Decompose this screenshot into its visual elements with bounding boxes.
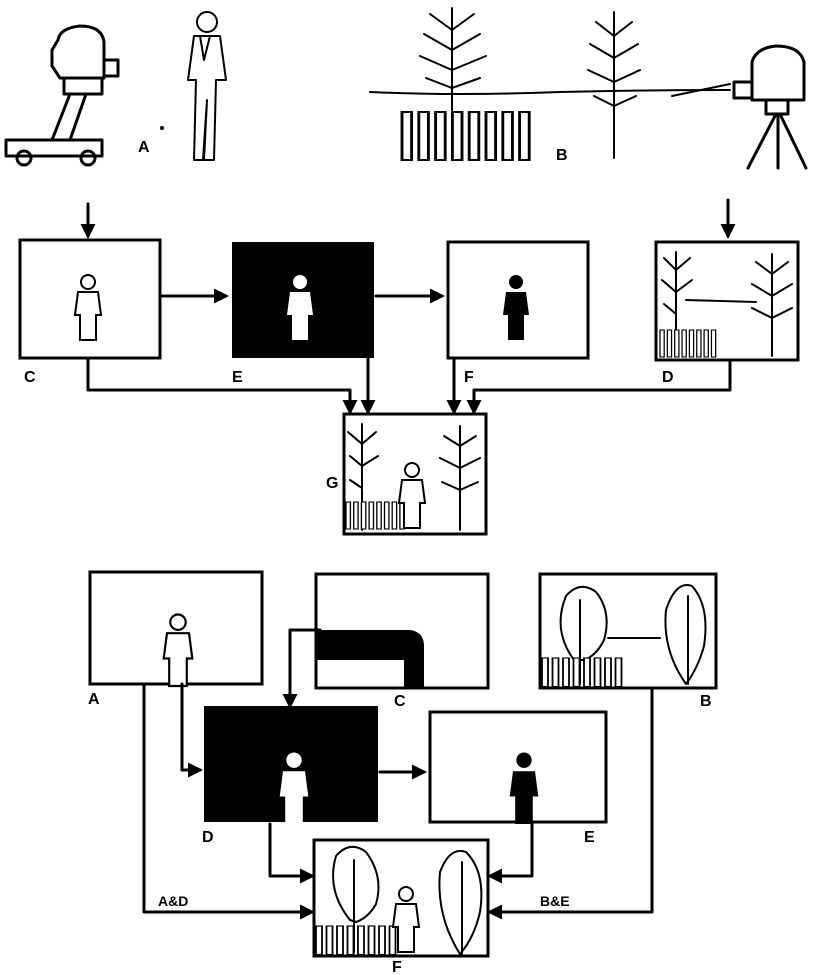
picket-fence (400, 110, 531, 162)
background-scene (369, 7, 731, 162)
actor-figure (187, 11, 227, 161)
label-g-top: G (326, 475, 338, 492)
label-a-top: A (138, 139, 150, 156)
label-ad: A&D (158, 893, 188, 909)
label-f-bottom: F (392, 959, 402, 975)
camera-tripod-icon (732, 44, 808, 170)
label-d-top: D (662, 369, 674, 386)
background-in-frame-b (541, 584, 707, 688)
label-e-bottom: E (584, 829, 595, 846)
label-e-top: E (232, 369, 243, 386)
label-d-bottom: D (202, 829, 214, 846)
label-be: B&E (540, 893, 570, 909)
label-f-top: F (464, 369, 474, 386)
composite-in-frame-f (315, 845, 483, 956)
background-in-frame-d (659, 251, 793, 358)
label-b-bottom: B (700, 693, 712, 710)
label-b-top: B (556, 147, 568, 164)
label-c-bottom: C (394, 693, 406, 710)
label-a-bottom: A (88, 691, 100, 708)
matte-shape-c (316, 630, 424, 688)
composite-in-frame-g (345, 423, 481, 531)
label-c-top: C (24, 369, 36, 386)
camera-dolly-icon (4, 24, 120, 167)
